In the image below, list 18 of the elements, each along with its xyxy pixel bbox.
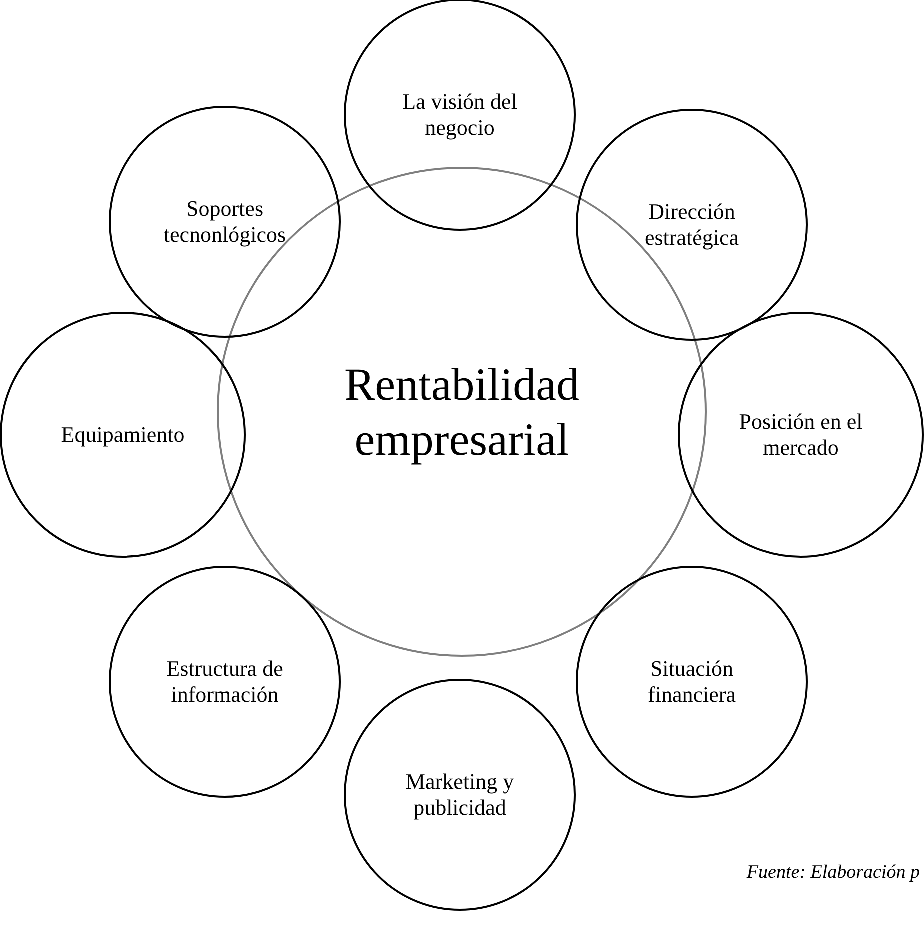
circle-label: Soportes tecnonlógicos <box>162 196 288 248</box>
factor-circle <box>344 0 576 231</box>
factor-circle <box>576 566 808 798</box>
circle-label: Dirección estratégica <box>644 198 740 252</box>
source-caption: Fuente: Elaboración p <box>746 862 920 884</box>
circle-label: Posición en el mercado <box>738 408 864 462</box>
factor-circle <box>344 679 576 911</box>
circle-label: Estructura de información <box>166 656 284 708</box>
factor-circle <box>678 312 924 558</box>
factor-circle <box>109 106 341 338</box>
circle-label: La visión del negocio <box>402 88 518 142</box>
circle-label: Situación financiera <box>647 656 737 708</box>
circle-label: Marketing y publicidad <box>404 768 516 822</box>
circle-label: Equipamiento <box>60 422 186 448</box>
factor-circle <box>576 109 808 341</box>
factor-circle <box>109 566 341 798</box>
factor-circle <box>0 312 246 558</box>
central-title: Rentabilidad empresarial <box>343 358 581 467</box>
